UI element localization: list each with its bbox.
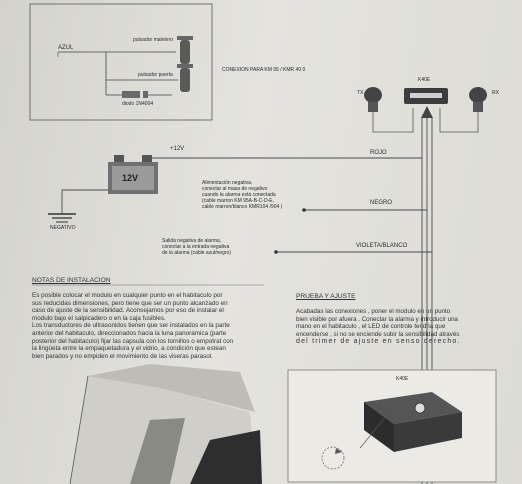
tx-sensor-icon: [364, 87, 382, 103]
notas-line: modulo bajo el salpicadero o en la caja …: [32, 314, 166, 322]
label-diodo: diodo 1N4004: [122, 101, 154, 107]
notas-body: Es posible colocar el modulo en cualquie…: [32, 292, 233, 360]
notas-line: bien parados y no empiden el movimiento …: [32, 352, 213, 360]
notas-line: caso de ajuste de la sensibilidad. Acons…: [32, 307, 224, 315]
inset-box: [29, 3, 213, 121]
notas-line: Los transductores de ultrasonidos tienen…: [32, 322, 230, 330]
label-negativo: NEGATIVO: [50, 225, 76, 231]
pulsador-maletero-icon: [180, 40, 190, 64]
label-12v: +12V: [170, 146, 185, 152]
wire-rojo-label: ROJO: [370, 150, 387, 156]
label-pulsador-maletero: pulsador maletero: [133, 37, 174, 43]
label-tx: TX: [357, 90, 364, 96]
label-pulsador-puerta: pulsador puerta: [138, 72, 173, 78]
label-k40e: K40E: [418, 77, 431, 83]
wire-negro-label: NEGRO: [370, 200, 393, 206]
note-violeta: Salida negativa de alarma, conectar a la…: [162, 238, 231, 256]
prueba-body: Acabadas las conexiones , poner el modul…: [296, 308, 461, 346]
label-azul: AZUL: [58, 45, 74, 51]
label-rx: RX: [492, 90, 499, 96]
notas-line: sus reducidas dimensiones, pero tiene qu…: [32, 299, 228, 307]
diodo-icon: [122, 91, 148, 98]
notas-line: Es posible colocar el modulo en cualquie…: [32, 292, 223, 299]
notas-line: anterior del habitaculo, direccionados h…: [32, 329, 227, 337]
prueba-line: encenderse , si no se enciende subir la …: [296, 330, 460, 338]
notas-title: NOTAS DE INSTALACION: [32, 277, 111, 284]
k40e-module-drawing: [364, 392, 462, 424]
wire-violeta-label: VIOLETA/BLANCO: [356, 243, 408, 249]
label-conexion: CONEXION PARA KM 95 / KMR 40 0: [222, 67, 306, 73]
pulsador-puerta-icon: [180, 68, 190, 92]
prueba-line: Acabadas las conexiones , poner el modul…: [296, 308, 451, 315]
battery-label: 12V: [122, 173, 139, 183]
notas-line: la lingüeta entre la empaquetadura y el …: [32, 345, 226, 353]
prueba-line: bien visible por afuera . Conectar la al…: [296, 315, 458, 323]
rx-sensor-icon: [469, 87, 487, 103]
prueba-line: mano en el habitaculo , el LED de contro…: [296, 323, 446, 331]
notas-line: posterior del habitaculo) fijar las caps…: [32, 337, 234, 345]
adjust-rotation-icon: [321, 446, 345, 470]
module-drawing-label: K40E: [396, 376, 409, 382]
note-negro: Alimentación negativa, conectar al masa …: [202, 180, 283, 210]
prueba-title: PRUEBA Y AJUSTE: [296, 293, 356, 300]
prueba-line: del trimer de ajuste en senso derecho.: [296, 338, 461, 346]
